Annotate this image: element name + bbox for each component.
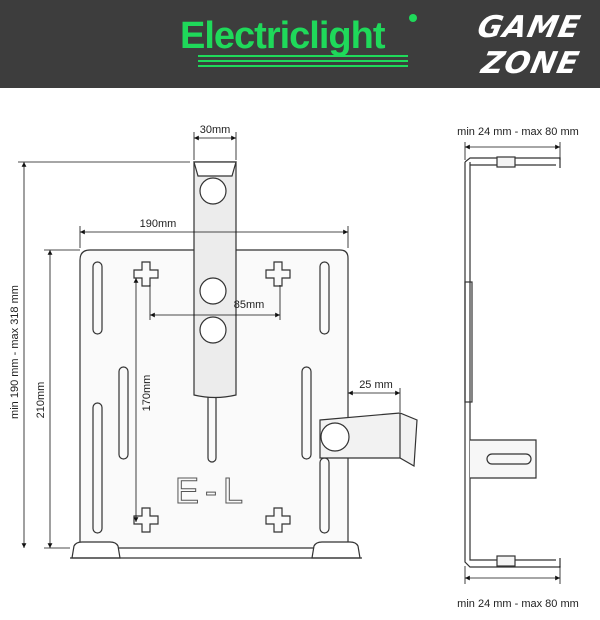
vertical-bar xyxy=(193,161,237,399)
logo-dot xyxy=(409,14,417,22)
dim-overall-height: min 190 mm - max 318 mm xyxy=(9,285,21,419)
dimension-lines xyxy=(18,132,561,584)
dim-top-width: 30mm xyxy=(200,124,231,136)
technical-drawing: E-L xyxy=(9,124,579,610)
dim-plate-height: 210mm xyxy=(35,382,47,419)
dim-side-bottom-depth: min 24 mm - max 80 mm xyxy=(457,598,579,610)
dim-hole-spacing: 85mm xyxy=(234,299,265,311)
game-zone-logo-line1: GAME xyxy=(474,10,584,45)
dim-vertical-hole-spacing: 170mm xyxy=(141,375,153,412)
mounting-plate xyxy=(70,249,362,559)
dim-side-clamp: 25 mm xyxy=(359,379,393,391)
header-banner: Electriclight GAME ZONE xyxy=(0,0,600,88)
dim-side-top-depth: min 24 mm - max 80 mm xyxy=(457,126,579,138)
plate-mark: E-L xyxy=(175,470,249,511)
side-clamp xyxy=(319,412,418,467)
dim-plate-width: 190mm xyxy=(140,218,177,230)
electriclight-logo-text: Electriclight xyxy=(180,15,385,57)
electriclight-logo: Electriclight xyxy=(180,10,420,76)
logo-stripes xyxy=(198,55,408,69)
game-zone-logo: GAME ZONE xyxy=(466,4,596,84)
game-zone-logo-line2: ZONE xyxy=(478,46,583,81)
side-profile xyxy=(464,156,561,568)
